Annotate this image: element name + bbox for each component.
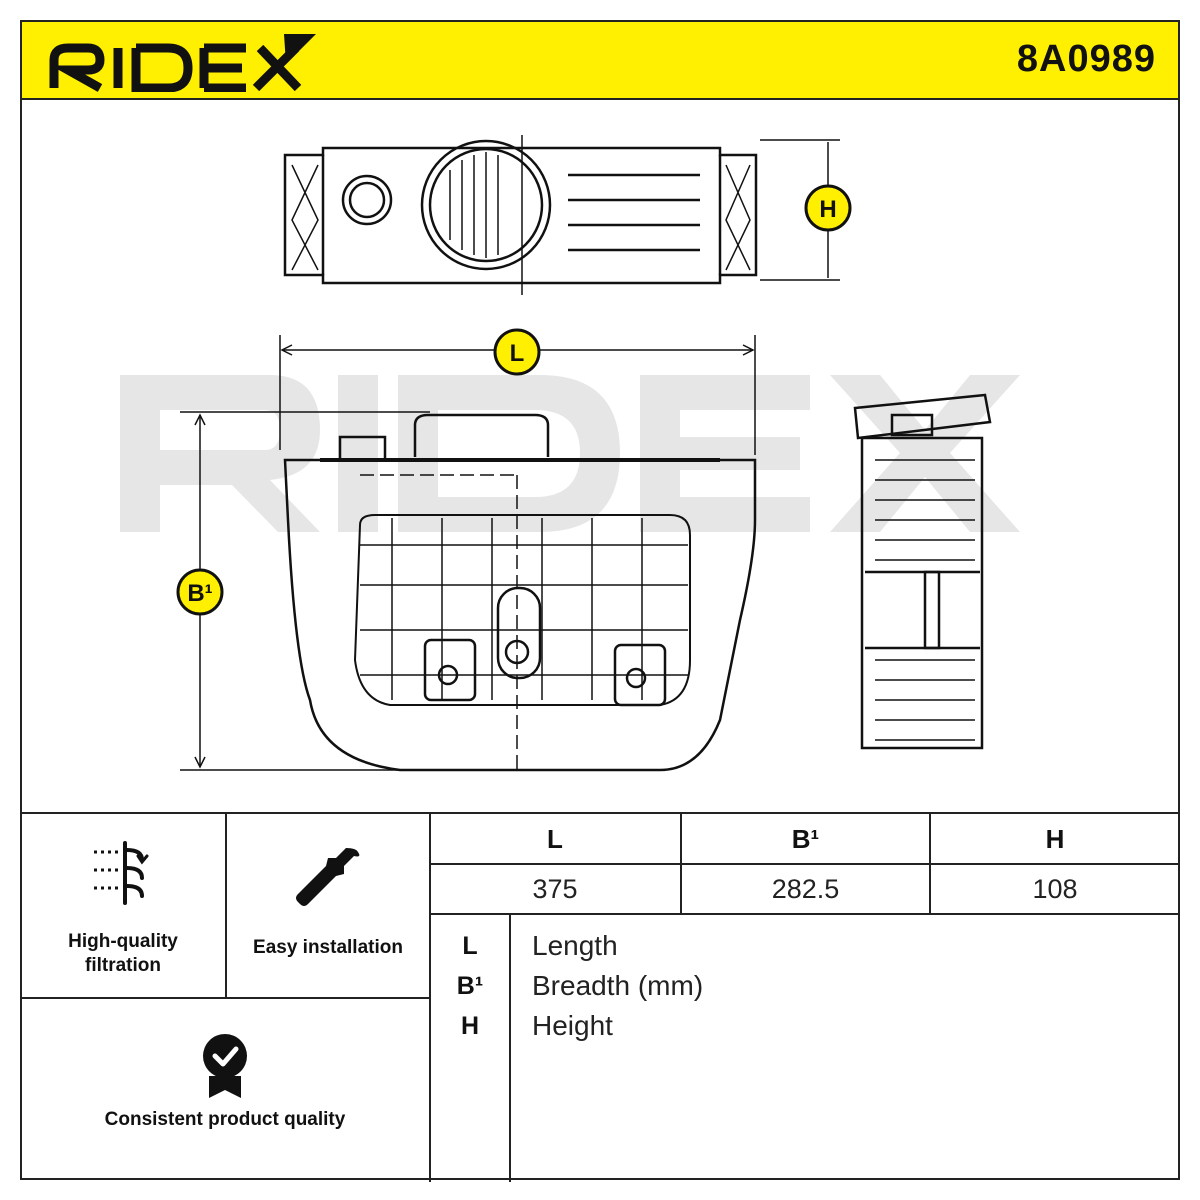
legend-key: H [460, 1012, 480, 1040]
ridex-watermark [120, 375, 1020, 532]
ridex-logo [49, 34, 316, 92]
table-header-length: L [547, 824, 563, 854]
divider [509, 914, 511, 1182]
header-bar: 8A0989 [20, 20, 1180, 100]
table-value-breadth: 282.5 [771, 874, 840, 904]
part-number: 8A0989 [1016, 38, 1156, 80]
feature-label: Consistent product quality [104, 1109, 346, 1130]
legend-key: L [462, 932, 478, 960]
legend-key: B¹ [456, 972, 484, 1000]
info-section: High-quality filtration Easy installatio… [20, 812, 1180, 1182]
divider [680, 814, 682, 914]
front-view [283, 413, 757, 772]
length-badge-label: L [510, 340, 525, 367]
wrench-icon [296, 848, 360, 906]
length-dimension [279, 335, 756, 455]
divider [225, 814, 227, 998]
filtration-icon [94, 841, 149, 905]
feature-label: High-quality filtration [68, 931, 178, 976]
legend-description: Length [532, 930, 618, 961]
height-badge-label: H [819, 196, 836, 223]
table-value-height: 108 [1032, 874, 1078, 904]
top-view [283, 135, 840, 295]
breadth-badge-label: B¹ [187, 580, 212, 607]
divider [430, 913, 1180, 915]
length-badge [493, 328, 541, 376]
feature-installation: Easy installation [226, 814, 430, 998]
divider [429, 814, 431, 1182]
feature-quality: Consistent product quality [20, 998, 430, 1182]
quality-badge-icon [203, 1034, 247, 1098]
feature-label: Easy installation [253, 937, 403, 958]
table-header-breadth: B¹ [791, 824, 820, 854]
legend-description: Height [532, 1010, 613, 1041]
height-badge [804, 184, 852, 232]
divider [20, 997, 430, 999]
divider [430, 863, 1180, 865]
side-view [853, 393, 992, 750]
table-value-length: 375 [532, 874, 578, 904]
legend: L Length B¹ Breadth (mm) H Height [430, 914, 1180, 1182]
feature-filtration: High-quality filtration [20, 814, 226, 998]
legend-description: Breadth (mm) [532, 970, 704, 1001]
table-header-height: H [1045, 824, 1065, 854]
divider [929, 814, 931, 914]
technical-drawing: H L B¹ [120, 135, 1020, 772]
breadth-badge [176, 568, 224, 616]
